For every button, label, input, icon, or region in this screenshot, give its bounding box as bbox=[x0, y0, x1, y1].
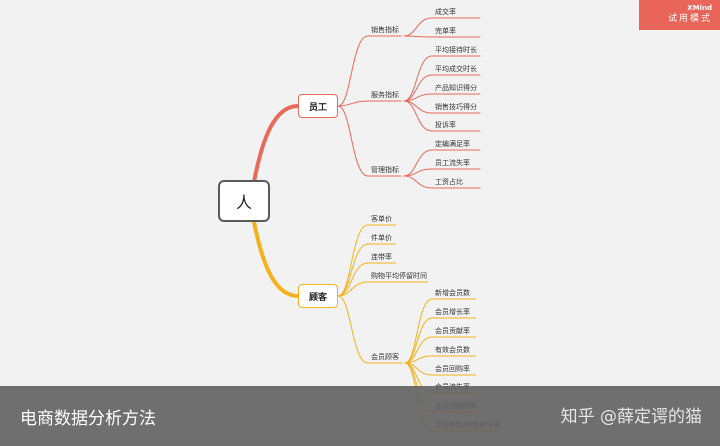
customer-member-1[interactable]: 会员增长率 bbox=[435, 308, 470, 316]
edge-customer-direct-2 bbox=[337, 262, 369, 297]
edge-staff-0-0 bbox=[403, 17, 433, 37]
staff-item-2-0[interactable]: 定编满足率 bbox=[435, 140, 470, 148]
edge-root-staff bbox=[252, 104, 300, 184]
customer-direct-2[interactable]: 连带率 bbox=[371, 253, 392, 261]
staff-item-0-0[interactable]: 成交率 bbox=[435, 8, 456, 16]
edge-customer-group-0 bbox=[337, 295, 369, 364]
edge-root-customer bbox=[252, 220, 300, 298]
xmind-brand: XMind bbox=[687, 4, 712, 12]
caption-title: 电商数据分析方法 bbox=[20, 409, 156, 429]
trial-mode-label: 试用模式 bbox=[667, 14, 712, 24]
edge-staff-group-1 bbox=[337, 100, 369, 107]
staff-item-2-2[interactable]: 工资占比 bbox=[435, 178, 463, 186]
staff-group-0[interactable]: 销售指标 bbox=[371, 26, 399, 34]
customer-member-0[interactable]: 新增会员数 bbox=[435, 289, 470, 297]
caption-bar: 电商数据分析方法 知乎 @薛定谔的猫 bbox=[0, 386, 720, 446]
edge-staff-0-1 bbox=[403, 35, 433, 38]
trial-mode-badge[interactable]: XMind 试用模式 bbox=[639, 0, 720, 30]
edge-staff-1-4 bbox=[403, 100, 433, 132]
customer-member-4[interactable]: 会员回购率 bbox=[435, 365, 470, 373]
root-topic[interactable]: 人 bbox=[218, 180, 270, 222]
watermark: 知乎 @薛定谔的猫 bbox=[560, 407, 702, 427]
root-topic-label: 人 bbox=[235, 193, 252, 212]
edge-staff-1-1 bbox=[403, 74, 433, 102]
staff-item-1-0[interactable]: 平均接待时长 bbox=[435, 46, 477, 54]
edge-staff-group-2 bbox=[337, 105, 369, 177]
customer-member-3[interactable]: 有效会员数 bbox=[435, 346, 470, 354]
edge-staff-2-0 bbox=[403, 149, 433, 177]
edge-customer-direct-0 bbox=[337, 224, 369, 297]
staff-item-1-3[interactable]: 销售技巧得分 bbox=[435, 103, 477, 111]
staff-group-2[interactable]: 管理指标 bbox=[371, 166, 399, 174]
staff-group-1[interactable]: 服务指标 bbox=[371, 91, 399, 99]
customer-direct-1[interactable]: 件单价 bbox=[371, 234, 392, 242]
staff-item-0-1[interactable]: 完单率 bbox=[435, 27, 456, 35]
edge-staff-1-0 bbox=[403, 55, 433, 102]
customer-group-0[interactable]: 会员顾客 bbox=[371, 353, 399, 361]
staff-item-1-2[interactable]: 产品知识得分 bbox=[435, 84, 477, 92]
edge-staff-2-2 bbox=[403, 175, 433, 189]
staff-item-2-1[interactable]: 员工流失率 bbox=[435, 159, 470, 167]
topic-customer[interactable]: 顾客 bbox=[298, 284, 338, 308]
staff-item-1-1[interactable]: 平均成交时长 bbox=[435, 65, 477, 73]
edge-staff-group-0 bbox=[337, 35, 369, 107]
edge-customer-member-0 bbox=[404, 298, 433, 364]
topic-customer-label: 顾客 bbox=[308, 292, 327, 303]
customer-direct-0[interactable]: 客单价 bbox=[371, 215, 392, 223]
customer-direct-3[interactable]: 购物平均停留时间 bbox=[371, 272, 427, 280]
staff-item-1-4[interactable]: 投诉率 bbox=[435, 121, 456, 129]
customer-member-2[interactable]: 会员贡献率 bbox=[435, 327, 470, 335]
topic-staff-label: 员工 bbox=[308, 102, 327, 113]
edge-customer-member-2 bbox=[404, 336, 433, 364]
edge-customer-direct-3 bbox=[337, 281, 369, 297]
edge-customer-member-1 bbox=[404, 317, 433, 364]
topic-staff[interactable]: 员工 bbox=[298, 94, 338, 118]
